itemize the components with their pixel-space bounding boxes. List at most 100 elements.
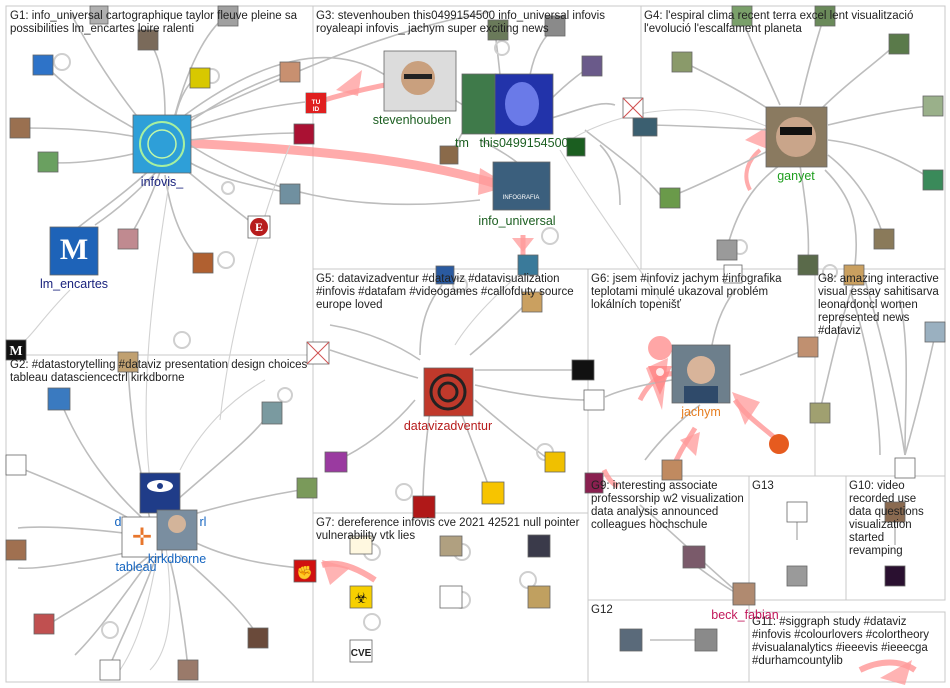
avatar[interactable]: [487, 19, 509, 41]
avatar[interactable]: [584, 472, 604, 494]
avatar[interactable]: [349, 639, 373, 663]
node-lm-encartes[interactable]: M: [49, 226, 99, 276]
avatar[interactable]: [583, 389, 605, 411]
avatar[interactable]: [884, 565, 906, 587]
avatar[interactable]: [412, 495, 436, 519]
avatar[interactable]: [217, 5, 239, 27]
avatar[interactable]: [9, 117, 31, 139]
avatar[interactable]: [544, 451, 566, 473]
avatar[interactable]: [439, 145, 459, 165]
node-ganyet[interactable]: [765, 106, 828, 168]
avatar[interactable]: [581, 55, 603, 77]
avatar[interactable]: [566, 137, 586, 157]
avatar-pattern: [437, 381, 459, 403]
avatar[interactable]: [189, 67, 211, 89]
avatar[interactable]: [117, 228, 139, 250]
node-kirkdborne[interactable]: [156, 509, 198, 551]
avatar[interactable]: [121, 516, 163, 558]
node-info-universal[interactable]: INFOGRAFIA: [492, 161, 551, 211]
edge: [639, 124, 771, 131]
avatar[interactable]: [797, 336, 819, 358]
avatar[interactable]: [261, 401, 283, 425]
avatar[interactable]: [873, 228, 895, 250]
group-label-line: G9: interesting associate: [591, 480, 718, 492]
avatar[interactable]: [731, 5, 753, 27]
avatar[interactable]: [435, 265, 455, 285]
avatar[interactable]: [279, 183, 301, 205]
avatar[interactable]: [661, 459, 683, 481]
avatar[interactable]: [619, 628, 643, 652]
avatar[interactable]: [279, 61, 301, 83]
avatar[interactable]: [117, 351, 139, 373]
avatar-pattern: [429, 373, 467, 411]
avatar[interactable]: [517, 254, 539, 276]
avatar[interactable]: [492, 161, 551, 211]
avatar[interactable]: [37, 151, 59, 173]
avatar[interactable]: [293, 559, 317, 583]
node-tableau[interactable]: ✛: [121, 516, 163, 558]
avatar[interactable]: [769, 434, 789, 454]
avatar[interactable]: [797, 254, 819, 276]
avatar[interactable]: [139, 472, 181, 514]
node-jachym[interactable]: [671, 344, 731, 404]
avatar[interactable]: [461, 73, 497, 135]
avatar[interactable]: [137, 29, 159, 51]
avatar[interactable]: [671, 51, 693, 73]
node-label-infovis: infovis_: [141, 175, 184, 189]
avatar[interactable]: [349, 535, 373, 555]
avatar[interactable]: [99, 659, 121, 681]
avatar[interactable]: [192, 252, 214, 274]
avatar[interactable]: [922, 169, 944, 191]
avatar[interactable]: [682, 545, 706, 569]
avatar[interactable]: [888, 33, 910, 55]
avatar[interactable]: [293, 123, 315, 145]
avatar[interactable]: [5, 539, 27, 561]
avatar[interactable]: [5, 339, 27, 361]
avatar[interactable]: [527, 534, 551, 558]
avatar[interactable]: [659, 187, 681, 209]
avatar[interactable]: [89, 5, 109, 25]
avatar[interactable]: [481, 481, 505, 505]
avatar[interactable]: [324, 451, 348, 473]
avatar[interactable]: [814, 5, 836, 27]
avatar[interactable]: [439, 535, 463, 557]
avatar[interactable]: [47, 387, 71, 411]
avatar[interactable]: [571, 359, 595, 381]
node-infovis[interactable]: [132, 114, 192, 174]
node-datavizadventur[interactable]: [423, 367, 474, 417]
avatar-pattern: [139, 121, 185, 167]
avatar[interactable]: [177, 659, 199, 681]
avatar[interactable]: [732, 582, 756, 606]
avatar[interactable]: [296, 477, 318, 499]
avatar[interactable]: [922, 95, 944, 117]
avatar[interactable]: [924, 321, 946, 343]
avatar[interactable]: [132, 114, 192, 174]
avatar[interactable]: [439, 585, 463, 609]
avatar[interactable]: [544, 15, 566, 37]
tuwien-logo[interactable]: [306, 93, 326, 113]
avatar[interactable]: [884, 501, 906, 523]
avatar[interactable]: [723, 264, 743, 284]
self-loop: [519, 571, 537, 589]
avatar[interactable]: [809, 402, 831, 424]
avatar[interactable]: [843, 264, 865, 286]
node-datasciencectrl[interactable]: [139, 472, 181, 514]
node-tm[interactable]: [461, 73, 497, 135]
avatar[interactable]: [786, 501, 808, 523]
avatar[interactable]: [349, 585, 373, 609]
avatar[interactable]: [49, 226, 99, 276]
avatar[interactable]: [247, 627, 269, 649]
node-this0499154500[interactable]: [494, 73, 554, 135]
avatar[interactable]: [716, 239, 738, 261]
avatar[interactable]: [527, 585, 551, 609]
avatar[interactable]: [632, 117, 658, 137]
avatar[interactable]: [786, 565, 808, 587]
avatar[interactable]: [521, 291, 543, 313]
avatar[interactable]: [33, 613, 55, 635]
node-stevenhouben[interactable]: [383, 50, 457, 112]
node-beck-fabian[interactable]: [732, 582, 756, 606]
avatar[interactable]: [894, 457, 916, 479]
avatar[interactable]: [5, 454, 27, 476]
avatar[interactable]: [694, 628, 718, 652]
avatar[interactable]: [32, 54, 54, 76]
